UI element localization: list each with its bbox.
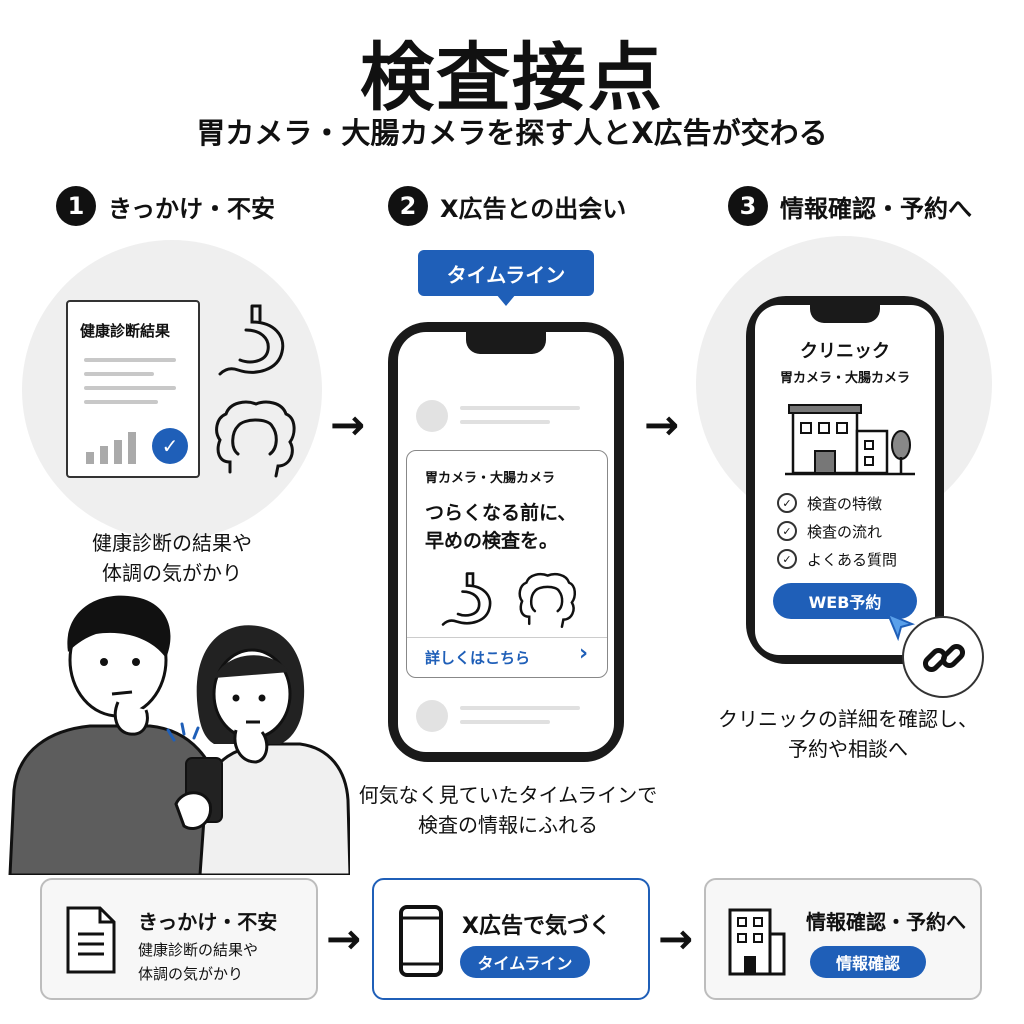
colon-icon — [518, 573, 576, 628]
summary-title-2: X広告で気づく — [462, 914, 611, 939]
health-report-card: 健康診断結果 ✓ — [66, 300, 200, 478]
summary-pill-3: 情報確認 — [810, 946, 926, 978]
phone-screen: 胃カメラ・大腸カメラ つらくなる前に、 早めの検査を。 詳しくはこちら › — [398, 332, 614, 752]
check-icon: ✓ — [777, 521, 797, 541]
building-icon — [728, 908, 786, 976]
summary-sub-1: 健康診断の結果や 体調の気がかり — [138, 941, 259, 983]
link-badge — [902, 616, 984, 698]
check-item: ✓検査の特徴 — [777, 489, 897, 517]
link-icon — [922, 643, 966, 673]
cursor-icon — [886, 612, 916, 642]
arrow-right-icon: → — [644, 400, 680, 449]
page-subtitle: 胃カメラ・大腸カメラを探す人とX広告が交わる — [196, 116, 828, 150]
ad-category: 胃カメラ・大腸カメラ — [425, 471, 556, 486]
ad-card[interactable]: 胃カメラ・大腸カメラ つらくなる前に、 早めの検査を。 詳しくはこちら › — [406, 450, 608, 678]
clinic-building-icon — [785, 404, 915, 476]
ad-link[interactable]: 詳しくはこちら — [425, 649, 531, 667]
summary-box-3: 情報確認・予約へ 情報確認 — [704, 878, 982, 1000]
step-label-2: X広告との出会い — [440, 194, 627, 223]
step-number-2: 2 — [388, 186, 428, 226]
clinic-checklist: ✓検査の特徴 ✓検査の流れ ✓よくある質問 — [777, 489, 897, 573]
arrow-right-icon: → — [326, 914, 362, 963]
arrow-right-icon: → — [330, 400, 366, 449]
check-badge-icon: ✓ — [152, 428, 188, 464]
panel2-caption: 何気なく見ていたタイムラインで 検査の情報にふれる — [358, 783, 658, 837]
clinic-title: クリニック — [800, 341, 890, 362]
smartphone-icon — [399, 905, 443, 977]
colon-icon — [215, 400, 296, 478]
chevron-right-icon[interactable]: › — [579, 641, 589, 666]
panel3-caption: クリニックの詳細を確認し、 予約や相談へ — [718, 707, 978, 761]
step-header-3: 3 情報確認・予約へ — [728, 186, 972, 226]
check-icon: ✓ — [777, 493, 797, 513]
clinic-phone-frame: クリニック 胃カメラ・大腸カメラ ✓検査の特徴 ✓検査の流れ ✓よくある質問 W… — [746, 296, 944, 664]
summary-title-1: きっかけ・不安 — [138, 910, 278, 934]
panel1-caption: 健康診断の結果や 体調の気がかり — [92, 531, 252, 585]
step-number-3: 3 — [728, 186, 768, 226]
arrow-right-icon: → — [658, 914, 694, 963]
step-header-1: 1 きっかけ・不安 — [56, 186, 275, 226]
bubble-tail — [496, 294, 516, 306]
summary-box-2: X広告で気づく タイムライン — [372, 878, 650, 1000]
check-icon: ✓ — [777, 549, 797, 569]
step-header-2: 2 X広告との出会い — [388, 186, 626, 226]
document-icon — [66, 906, 116, 974]
stomach-icon — [441, 572, 492, 626]
summary-box-1: きっかけ・不安 健康診断の結果や 体調の気がかり — [40, 878, 318, 1000]
check-item: ✓よくある質問 — [777, 545, 897, 573]
web-reserve-button[interactable]: WEB予約 — [773, 583, 917, 619]
step-label-3: 情報確認・予約へ — [780, 194, 972, 223]
summary-pill-2: タイムライン — [460, 946, 590, 978]
clinic-phone-screen: クリニック 胃カメラ・大腸カメラ ✓検査の特徴 ✓検査の流れ ✓よくある質問 W… — [755, 305, 935, 655]
step-number-1: 1 — [56, 186, 96, 226]
clinic-subtitle: 胃カメラ・大腸カメラ — [779, 371, 910, 386]
timeline-bubble: タイムライン — [418, 250, 594, 296]
ad-headline: つらくなる前に、 早めの検査を。 — [425, 502, 577, 552]
step-label-1: きっかけ・不安 — [108, 194, 276, 223]
check-item: ✓検査の流れ — [777, 517, 897, 545]
page-title: 検査接点 — [360, 35, 664, 121]
health-report-title: 健康診断結果 — [80, 322, 171, 340]
summary-title-3: 情報確認・予約へ — [806, 910, 966, 934]
phone-frame: 胃カメラ・大腸カメラ つらくなる前に、 早めの検査を。 詳しくはこちら › — [388, 322, 624, 762]
people-illustration — [8, 595, 350, 875]
stomach-icon — [218, 304, 285, 376]
